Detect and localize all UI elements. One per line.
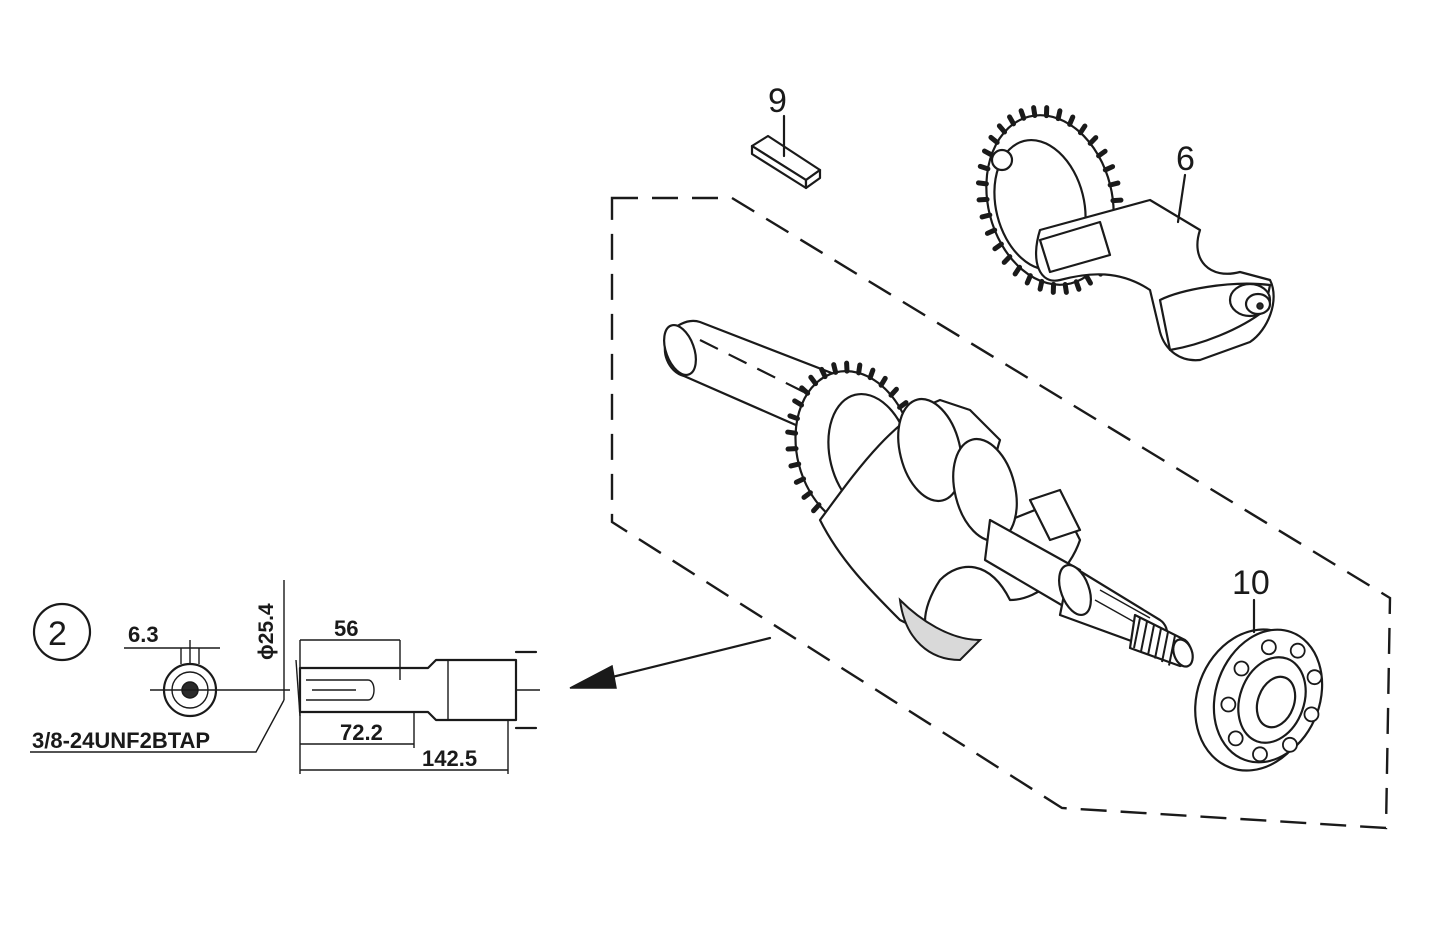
detail-pointer-arrow xyxy=(570,638,770,688)
crankshaft-part xyxy=(658,321,1196,669)
bearing-ball xyxy=(1229,731,1243,745)
callout-9: 9 xyxy=(768,82,787,120)
bearing-ball xyxy=(1221,697,1235,711)
dim-shaft-diameter: ϕ25.4 xyxy=(255,603,278,660)
gear-tooth xyxy=(1080,126,1084,133)
gear-tooth xyxy=(1110,183,1118,185)
gear-tooth xyxy=(1105,167,1112,170)
gear-tooth xyxy=(790,416,798,419)
gear-tooth xyxy=(891,389,896,395)
gear-tooth xyxy=(1040,281,1042,289)
bearing-part xyxy=(1176,600,1340,787)
gear-tooth xyxy=(982,215,990,217)
gear-tooth xyxy=(987,230,994,233)
gear-tooth xyxy=(900,403,906,408)
gear-tooth xyxy=(1065,284,1066,292)
dim-taper-length: 72.2 xyxy=(340,720,383,745)
bearing-ball xyxy=(1262,640,1276,654)
gear-tooth xyxy=(796,479,803,482)
gear-tooth xyxy=(870,370,873,378)
gear-tooth xyxy=(1027,276,1030,283)
callout-2: 2 xyxy=(48,615,67,653)
gear-tooth xyxy=(1099,151,1106,156)
dim-overall-length: 142.5 xyxy=(422,746,477,771)
balancer-shaft-part xyxy=(969,102,1274,361)
gear-tooth xyxy=(834,365,836,373)
gear-tooth xyxy=(804,493,810,498)
gear-tooth xyxy=(881,378,885,385)
gear-tooth xyxy=(1058,111,1060,119)
gear-tooth xyxy=(1034,108,1035,116)
key-part xyxy=(752,116,820,188)
gear-tooth xyxy=(995,244,1002,249)
bearing-ball xyxy=(1291,644,1305,658)
gear-tooth xyxy=(788,432,796,433)
gear-tooth xyxy=(1015,267,1019,274)
thread-spec: 3/8-24UNF2BTAP xyxy=(32,728,210,753)
gear-tooth xyxy=(1010,117,1014,124)
gear-tooth xyxy=(984,151,991,155)
callout-10: 10 xyxy=(1232,564,1270,602)
gear-tooth xyxy=(1076,282,1079,290)
gear-tooth xyxy=(814,505,819,511)
gear-tooth xyxy=(1004,257,1010,263)
bearing-ball xyxy=(1253,747,1267,761)
gear-tooth xyxy=(822,369,825,376)
gear-tooth xyxy=(978,183,986,184)
dim-keyway-length: 56 xyxy=(334,616,358,641)
dim-key-width: 6.3 xyxy=(128,622,159,647)
bearing-ball xyxy=(1308,670,1322,684)
gear-tooth xyxy=(795,401,802,405)
bearing-ball xyxy=(1234,662,1248,676)
gear-tooth xyxy=(859,365,860,373)
gear-tooth xyxy=(1070,117,1073,124)
gear-tooth xyxy=(1021,111,1024,119)
gear-tooth xyxy=(980,166,988,168)
gear-tooth xyxy=(991,137,997,142)
bearing-ball xyxy=(1304,707,1318,721)
gear-tooth xyxy=(999,126,1004,132)
gear-tooth xyxy=(791,464,799,466)
gear-tooth xyxy=(1090,138,1096,144)
bearing-ball xyxy=(1283,738,1297,752)
callout-6: 6 xyxy=(1176,140,1195,178)
gear-tooth xyxy=(1086,276,1090,283)
